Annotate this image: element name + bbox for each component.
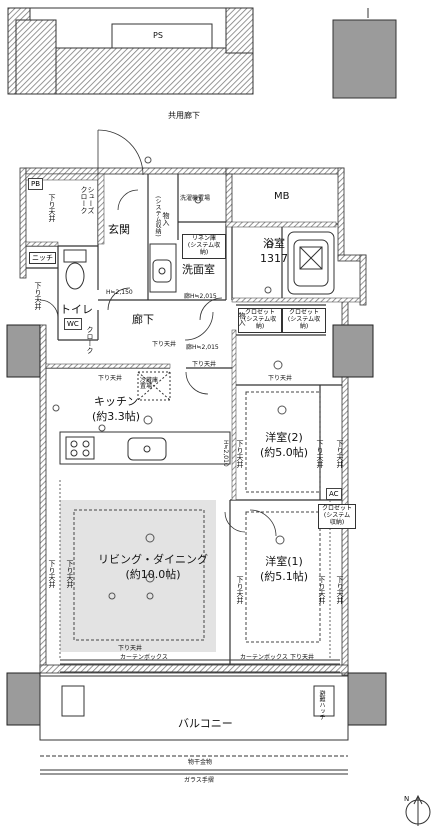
ps-label: PS [153, 31, 163, 40]
lowered-ceiling-6: 下り天井 [290, 654, 315, 661]
closet-a-sub: (システム収納) [243, 315, 277, 330]
system-storage-label: (システム収納) [154, 196, 161, 237]
evac-label: 避難ハッチ [318, 690, 325, 720]
lowered-ceiling-9: 下り天井 [236, 576, 244, 604]
closet-a: クロゼット (システム収納) [238, 308, 282, 333]
balcony-label: バルコニー [178, 717, 233, 730]
closet-c-label: クロゼット [321, 505, 352, 512]
ceiling-outline-room1 [245, 391, 321, 643]
ac-badge: AC [326, 488, 342, 500]
linen-storage: リネン庫 (システム収納) [182, 234, 226, 259]
shoes-closet-label: シューズ クローク [80, 186, 95, 214]
lowered-ceiling-15: 下り天井 [48, 194, 56, 222]
toilet-fixture [63, 249, 87, 290]
linen-sub-label: (システム収納) [187, 241, 221, 256]
closet-c: クロゼット (システム収納) [318, 504, 356, 529]
living-name: リビング・ダイニング [98, 553, 208, 566]
misc-lines [59, 480, 331, 660]
curtain-box-a-label: カーテンボックス [120, 654, 168, 661]
living-size: (約10.0帖) [125, 568, 181, 581]
lowered-ceiling-8: 下り天井 [66, 560, 74, 588]
laundry-hardware-label: 物干金物 [188, 759, 213, 766]
room2-size: (約5.0帖) [260, 446, 309, 459]
curtain-box-b-label: カーテンボックス [240, 654, 288, 661]
lowered-ceiling-7: 下り天井 [48, 560, 56, 588]
bathtub [287, 231, 335, 295]
ceiling-outline-living [73, 509, 205, 641]
north-label: N [404, 795, 410, 803]
entrance-label: 玄関 [108, 223, 130, 236]
lowered-ceiling-2: 下り天井 [152, 341, 177, 348]
room2-label: 洋室(2) (約5.0帖) [260, 430, 308, 460]
lowered-ceiling-14: 下り天井 [336, 440, 344, 468]
lowered-ceiling-4: 下り天井 [268, 375, 293, 382]
north-arrow [405, 794, 431, 826]
ceiling-height-c: H≒2,150 [106, 289, 133, 296]
washroom-label: 洗面室 [182, 263, 215, 276]
kitchen-counter [59, 431, 231, 465]
lowered-ceiling-1: 下り天井 [98, 375, 123, 382]
bathroom-name: 浴室 [263, 237, 285, 250]
lowered-ceiling-5: 下り天井 [118, 645, 143, 652]
living-label: リビング・ダイニング (約10.0帖) [98, 552, 208, 582]
room1-label: 洋室(1) (約5.1帖) [260, 554, 308, 584]
wc-badge: WC [64, 318, 82, 330]
entrance-storage-label: 物入 [238, 312, 246, 326]
lowered-ceiling-10: 下り天井 [318, 576, 326, 604]
lowered-ceiling-12: 下り天井 [236, 440, 244, 468]
pipe-space [7, 7, 254, 95]
linen-storage-label: 物入 [162, 212, 170, 226]
balcony-area [39, 675, 349, 775]
mb-label: MB [274, 191, 290, 202]
lowered-ceiling-13: 下り天井 [316, 440, 324, 468]
kitchen-label: キッチン (約3.3帖) [92, 394, 140, 424]
toilet-label: トイレ [60, 303, 93, 316]
closet-b: クロゼット (システム収納) [282, 308, 326, 333]
ceiling-height-d: H≒2,010 [222, 440, 229, 467]
room1-name: 洋室(1) [265, 555, 303, 568]
room2-name: 洋室(2) [265, 431, 303, 444]
exterior-walls [19, 167, 367, 676]
closet-a-label: クロゼット [244, 309, 275, 316]
lowered-ceiling-16: 下り天井 [34, 282, 42, 310]
washer-label: 洗濯機置場 [180, 195, 211, 202]
linen-label: リネン庫 [191, 235, 216, 242]
closet-c-sub: (システム収納) [323, 511, 351, 526]
bathroom-size: 1317 [260, 252, 288, 265]
fridge-area [137, 371, 171, 401]
closet-b-sub: (システム収納) [287, 315, 321, 330]
pb-badge: PB [28, 178, 44, 190]
common-corridor-label: 共用廊下 [168, 111, 200, 120]
washbasin [149, 243, 177, 293]
doors [39, 129, 277, 537]
niche-label: ニッチ [29, 252, 56, 265]
ceiling-height-a: 廊H≒2,015 [184, 293, 217, 300]
bathroom-label: 浴室 1317 [260, 236, 288, 266]
ceiling-fixtures [52, 156, 287, 600]
kitchen-size: (約3.3帖) [92, 410, 141, 423]
hallway-label: 廊下 [132, 313, 154, 326]
kitchen-name: キッチン [94, 395, 139, 408]
room1-size: (約5.1帖) [260, 570, 309, 583]
columns [6, 324, 387, 726]
partition-fill [25, 173, 361, 501]
lowered-ceiling-11: 下り天井 [336, 576, 344, 604]
lowered-ceiling-3: 下り天井 [192, 361, 217, 368]
ceiling-height-b: 廊H≒2,015 [186, 344, 219, 351]
glass-rail-label: ガラス手摺 [184, 777, 214, 784]
right-column [332, 8, 397, 99]
refrigerator-label: 冷蔵庫 置場 [140, 377, 159, 390]
living-dining-floor [60, 500, 216, 652]
closet-b-label: クロゼット [288, 309, 319, 316]
cloak-label: クローク [86, 326, 94, 354]
